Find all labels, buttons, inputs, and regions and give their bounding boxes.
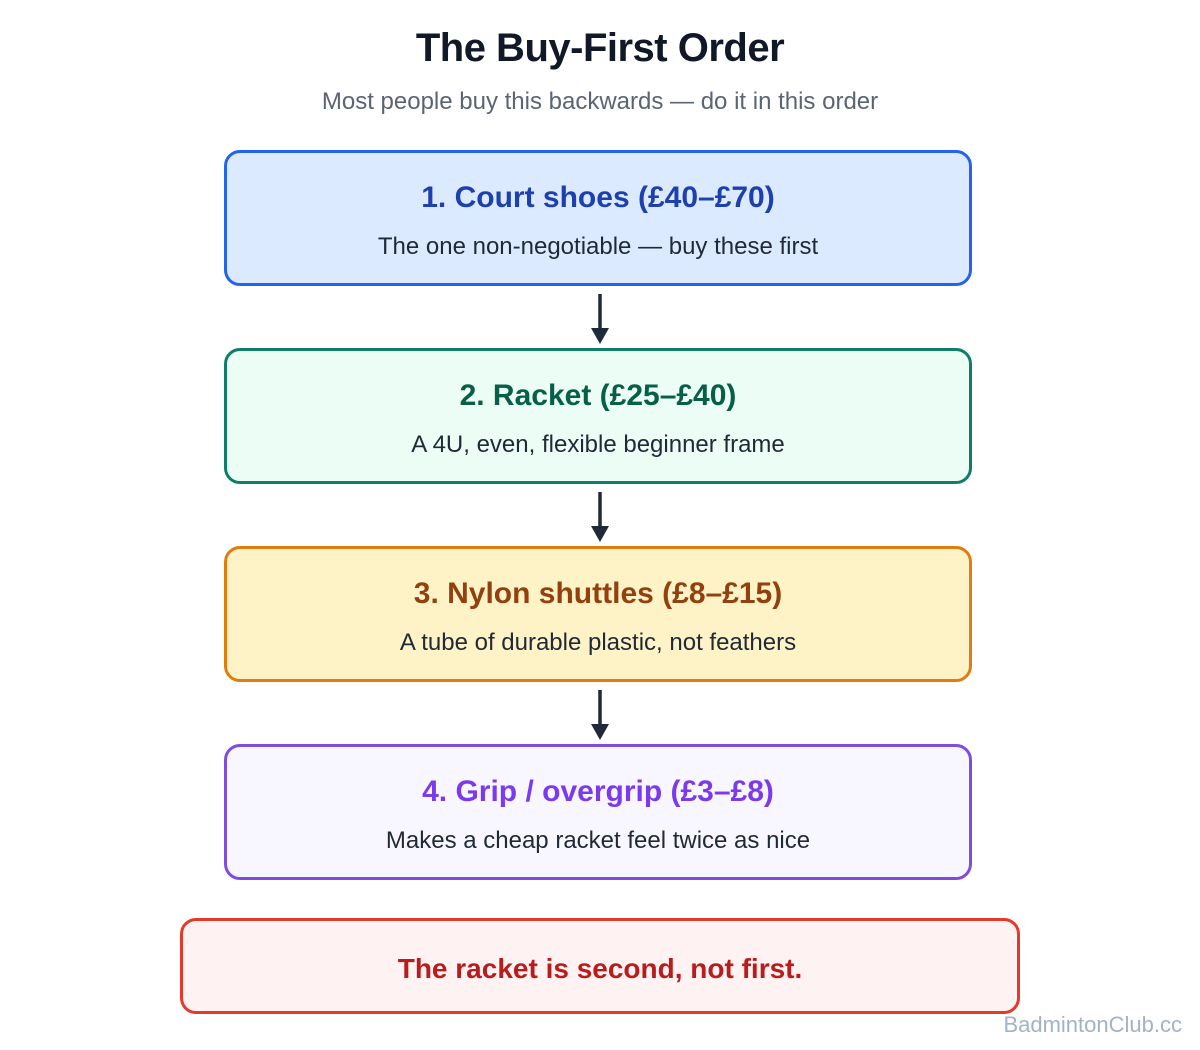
step-nylon-shuttles: 3. Nylon shuttles (£8–£15) A tube of dur… [224, 546, 972, 682]
diagram-title: The Buy-First Order [415, 26, 785, 70]
site-watermark: BadmintonClub.cc [1003, 1012, 1182, 1037]
callout-text: The racket is second, not first. [397, 953, 803, 984]
diagram-subtitle: Most people buy this backwards — do it i… [321, 88, 879, 115]
step-description: A 4U, even, flexible beginner frame [411, 431, 785, 458]
step-title: 3. Nylon shuttles (£8–£15) [413, 577, 783, 610]
step-title: 2. Racket (£25–£40) [459, 379, 737, 412]
step-court-shoes: 1. Court shoes (£40–£70) The one non-neg… [224, 150, 972, 286]
step-racket: 2. Racket (£25–£40) A 4U, even, flexible… [224, 348, 972, 484]
arrow-down-icon [591, 294, 609, 344]
arrow-down-icon [591, 492, 609, 542]
step-description: Makes a cheap racket feel twice as nice [385, 827, 811, 854]
step-title: 4. Grip / overgrip (£3–£8) [422, 775, 774, 808]
arrow-down-icon [591, 690, 609, 740]
step-description: The one non-negotiable — buy these first [377, 233, 819, 260]
step-title: 1. Court shoes (£40–£70) [421, 181, 775, 214]
step-grip: 4. Grip / overgrip (£3–£8) Makes a cheap… [224, 744, 972, 880]
callout-box: The racket is second, not first. [180, 918, 1020, 1014]
step-description: A tube of durable plastic, not feathers [399, 629, 797, 656]
